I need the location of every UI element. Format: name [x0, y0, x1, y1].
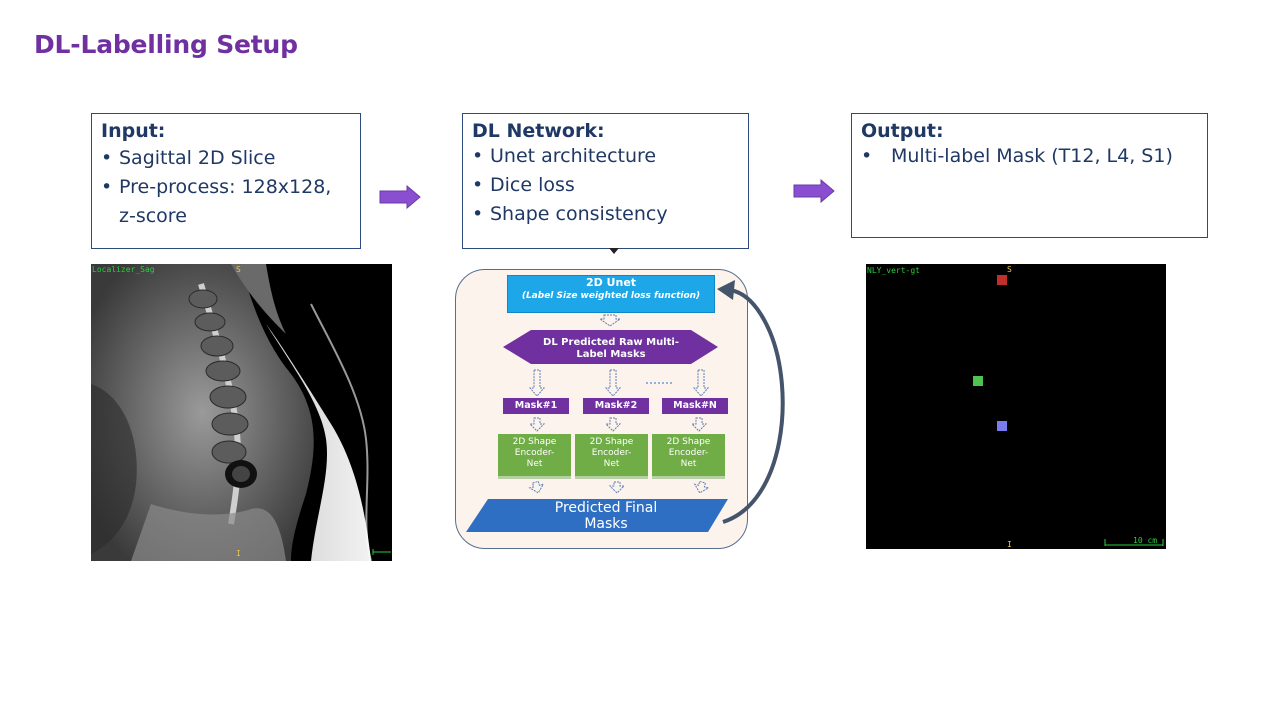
input-item: Sagittal 2D Slice [101, 144, 351, 173]
network-item: Dice loss [472, 171, 739, 200]
right-arrow-icon [793, 179, 835, 203]
predicted-raw-line: Label Masks [576, 349, 646, 360]
network-diagram: 2D Unet (Label Size weighted loss functi… [455, 269, 748, 549]
predicted-final-masks-label: Predicted Final Masks [496, 500, 716, 532]
mri-series-label: Localizer_Sag [92, 265, 155, 274]
encoder-line: Net [526, 459, 543, 469]
encoder-line: Encoder- [668, 448, 709, 458]
output-series-label: NLY_vert-gt [867, 266, 920, 275]
output-box: Output: Multi-label Mask (T12, L4, S1) [851, 113, 1208, 238]
input-item: Pre-process: 128x128, [101, 173, 351, 202]
unet-block: 2D Unet (Label Size weighted loss functi… [507, 275, 715, 313]
output-heading: Output: [861, 120, 944, 142]
triangle-marker-icon [609, 248, 619, 254]
scale-label: 10 cm [1133, 536, 1158, 545]
input-item-continued: z-score [119, 205, 187, 227]
unet-subtitle: (Label Size weighted loss function) [521, 291, 701, 301]
scale-bar-icon [1104, 539, 1164, 546]
predicted-raw-masks-label: DL Predicted Raw Multi- Label Masks [516, 337, 706, 361]
network-heading: DL Network: [472, 120, 605, 142]
label-square-l4 [973, 376, 983, 386]
output-bottom-marker: I [1007, 540, 1012, 549]
label-square-s1 [997, 421, 1007, 431]
output-item: Multi-label Mask (T12, L4, S1) [861, 142, 1198, 171]
encoder-line: 2D Shape [666, 437, 711, 447]
predicted-raw-masks-shape [503, 330, 718, 364]
right-arrow-icon [379, 185, 421, 209]
shape-encoder-block: 2D Shape Encoder- Net [575, 434, 648, 476]
encoder-line: Encoder- [514, 448, 555, 458]
output-top-marker: S [1007, 265, 1012, 274]
mri-sagittal-image: Localizer_Sag S I [91, 264, 392, 561]
predicted-raw-line: DL Predicted Raw Multi- [543, 337, 679, 348]
input-box: Input: Sagittal 2D Slice Pre-process: 12… [91, 113, 361, 249]
network-box: DL Network: Unet architecture Dice loss … [462, 113, 749, 249]
final-line: Predicted Final [554, 500, 658, 516]
output-mask-image: NLY_vert-gt S I 10 cm [866, 264, 1166, 549]
shape-encoder-block: 2D Shape Encoder- Net [652, 434, 725, 476]
encoder-line: 2D Shape [512, 437, 557, 447]
mri-bottom-marker: I [236, 549, 241, 558]
shape-encoder-block: 2D Shape Encoder- Net [498, 434, 571, 476]
input-heading: Input: [101, 120, 166, 142]
mri-slice-graphic [91, 264, 391, 561]
mri-top-marker: S [236, 265, 241, 274]
encoder-line: Net [603, 459, 620, 469]
unet-title: 2D Unet [585, 276, 637, 289]
network-item: Unet architecture [472, 142, 739, 171]
mask-block: Mask#1 [503, 398, 569, 414]
label-square-t12 [997, 275, 1007, 285]
mask-block: Mask#2 [583, 398, 649, 414]
mask-block: Mask#N [662, 398, 728, 414]
encoder-line: Net [680, 459, 697, 469]
predicted-final-masks-shape [466, 499, 728, 532]
feedback-arrow-icon [717, 280, 785, 524]
encoder-line: 2D Shape [589, 437, 634, 447]
diagram-connectors [466, 314, 728, 532]
slide-title: DL-Labelling Setup [34, 30, 298, 59]
network-item: Shape consistency [472, 200, 739, 229]
final-line: Masks [584, 516, 628, 532]
encoder-line: Encoder- [591, 448, 632, 458]
